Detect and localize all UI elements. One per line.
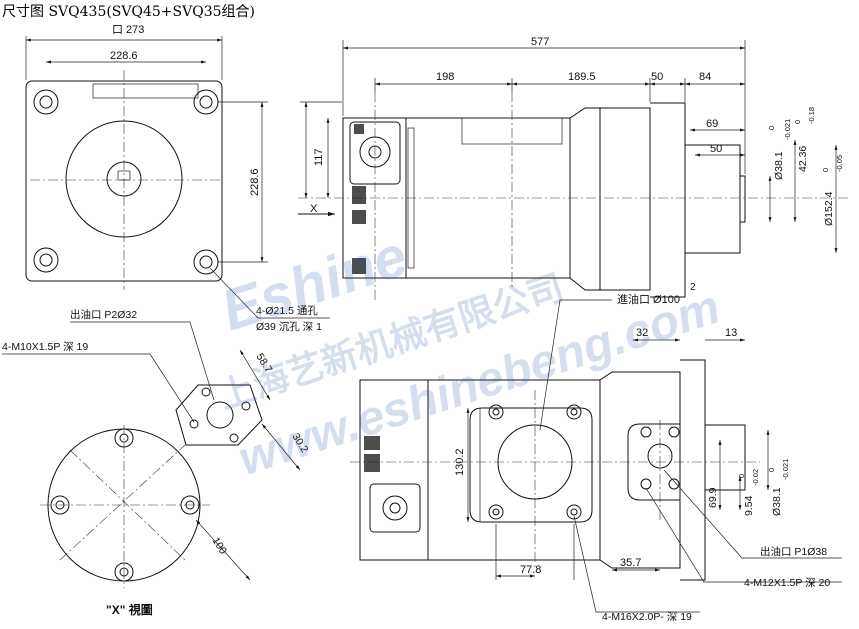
- arrow-x-label: X: [310, 203, 318, 215]
- dim-shaft-tol-low: -0.021: [783, 119, 792, 140]
- dim-shaft-tol-up: 0: [767, 126, 776, 130]
- front-view: 口 273 228.6 228.6 4-Ø21.5 通孔 Ø39 沉孔 深 1: [25, 24, 330, 333]
- dim-key-42-tol-low: -0.18: [807, 107, 816, 124]
- dim-bolt-pitch-h: 228.6: [110, 50, 138, 62]
- dim-flange-square: 口 273: [112, 24, 144, 36]
- dim-key-9-54: 9.54: [743, 495, 755, 516]
- dim-32: 32: [636, 327, 648, 339]
- dim-50: 50: [651, 71, 663, 83]
- label-thread-p2: 4-M10X1.5P 深 19: [2, 341, 88, 353]
- dim-198: 198: [436, 71, 454, 83]
- label-inlet: 進油口 Ø100: [617, 292, 680, 306]
- flange-bolt-holes: [33, 89, 219, 275]
- dim-50b: 50: [710, 143, 722, 155]
- dim-117: 117: [313, 148, 325, 166]
- drawing-title: 尺寸图 SVQ435(SVQ45+SVQ35组合): [2, 4, 255, 20]
- bottom-port-block: [364, 436, 421, 533]
- side-port-block: [349, 121, 401, 274]
- label-view-x: "X" 視圖: [106, 602, 153, 617]
- dim-189-5: 189.5: [568, 71, 596, 83]
- dim-pilot-dia: Ø152.4: [823, 191, 835, 226]
- x-view-bolts: [50, 428, 200, 582]
- dim-84: 84: [699, 71, 711, 83]
- watermark: Eshine 上海艺新机械有限公司 www.eshinebeng.com: [213, 223, 726, 486]
- outlet-p1-flange: [627, 423, 681, 501]
- dim-key-42: 42.36: [797, 146, 809, 172]
- dim-key-9-54-tol-up: 0: [737, 474, 746, 478]
- dim-shaft-dia: Ø38.1: [773, 151, 785, 180]
- side-view: X 577 198 189.5 50 84 69 50 117 Ø38.1 0 …: [298, 36, 850, 306]
- dim-69-9: 69.9: [707, 487, 719, 508]
- label-thread-inlet: 4-M16X2.0P- 深 19: [602, 611, 692, 623]
- dim-shaft2-dia: Ø38.1: [771, 487, 783, 516]
- dim-key-42-tol-up: 0: [793, 120, 802, 124]
- dim-bolt-pitch-v: 228.6: [249, 168, 261, 196]
- dim-2: 2: [690, 282, 696, 293]
- dim-pilot-tol-up: 0: [821, 168, 830, 172]
- label-outlet-p2: 出油口 P2Ø32: [70, 308, 137, 321]
- label-mount-holes-1: 4-Ø21.5 通孔: [256, 304, 318, 317]
- dim-overall-length: 577: [531, 36, 549, 48]
- dim-77-8: 77.8: [520, 564, 541, 576]
- dim-pilot-tol-low: -0.05: [835, 155, 844, 172]
- label-outlet-p1: 出油口 P1Ø38: [760, 545, 827, 558]
- label-thread-p1: 4-M12X1.5P 深 20: [744, 577, 830, 589]
- dim-key-9-54-tol-low: -0.02: [751, 469, 760, 486]
- dim-35-7: 35.7: [620, 557, 641, 569]
- dim-shaft2-tol-low: -0.021: [781, 459, 790, 480]
- dim-13: 13: [725, 327, 737, 339]
- dim-inlet-h: 130.2: [454, 448, 466, 476]
- label-mount-holes-2: Ø39 沉孔 深 1: [256, 320, 322, 333]
- dim-shaft2-tol-up: 0: [767, 468, 776, 472]
- inlet-port-flange: [469, 404, 593, 523]
- bottom-view: 130.2 32 13 69.9 9.54 0 -0.02 Ø38.1 0 -0…: [350, 299, 842, 623]
- dim-69: 69: [706, 118, 718, 130]
